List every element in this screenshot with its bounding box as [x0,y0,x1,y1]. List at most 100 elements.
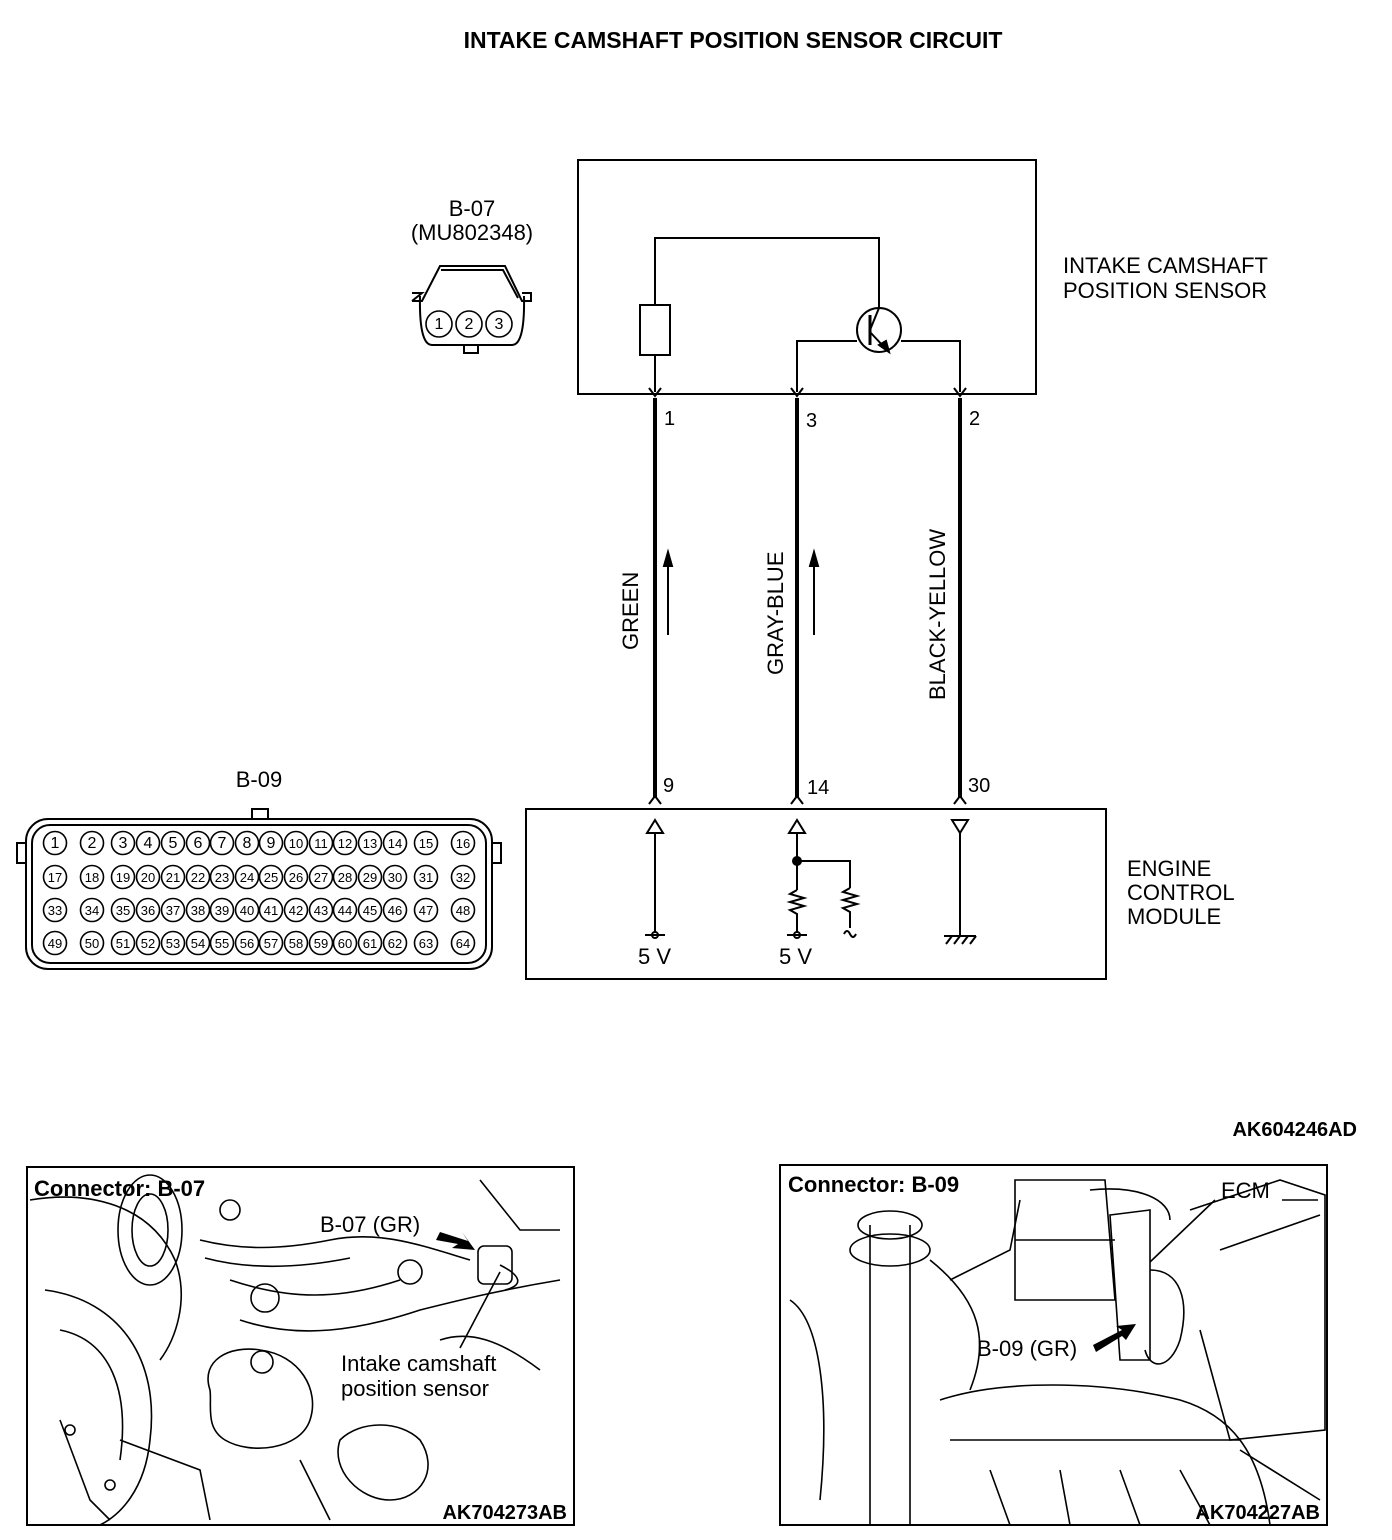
svg-text:35: 35 [116,903,130,918]
b07-pin-3: 3 [485,310,513,338]
b09-pin-21: 21 [160,864,186,890]
svg-text:2: 2 [88,835,97,852]
photo-left-note-line1: Intake camshaft [341,1351,496,1376]
b09-pin-59: 59 [308,930,334,956]
b09-pin-11: 11 [308,830,334,856]
diagram-title: INTAKE CAMSHAFT POSITION SENSOR CIRCUIT [464,27,1003,53]
svg-text:42: 42 [289,903,303,918]
b09-pin-43: 43 [308,897,334,923]
ecm-supply-14: 5 V [779,944,812,969]
b09-pin-45: 45 [357,897,383,923]
ecm-supply-9: 5 V [638,944,671,969]
svg-text:37: 37 [166,903,180,918]
svg-text:54: 54 [191,936,205,951]
b09-pin-64: 64 [450,930,476,956]
ecm-name-line3: MODULE [1127,904,1221,929]
b09-pin-14: 14 [382,830,408,856]
svg-text:52: 52 [141,936,155,951]
b09-pin-1: 1 [42,830,68,856]
sensor-name-line2: POSITION SENSOR [1063,278,1267,303]
b09-pin-42: 42 [283,897,309,923]
svg-text:25: 25 [264,870,278,885]
svg-text:59: 59 [314,936,328,951]
svg-text:29: 29 [363,870,377,885]
b09-pin-27: 27 [308,864,334,890]
b09-pin-25: 25 [258,864,284,890]
b09-pin-23: 23 [209,864,235,890]
svg-text:4: 4 [144,835,153,852]
wire-color-gray-blue: GRAY-BLUE [763,552,788,676]
b09-pin-12: 12 [332,830,358,856]
photo-right-figure-id: AK704227AB [1195,1502,1320,1524]
svg-text:12: 12 [338,836,352,851]
b07-pin-1: 1 [425,310,453,338]
b09-connector-id: B-09 [236,767,282,792]
b07-part-number: (MU802348) [411,220,533,245]
sensor-box [577,159,1037,398]
b09-pin-51: 51 [110,930,136,956]
b09-pin-33: 33 [42,897,68,923]
svg-text:63: 63 [419,936,433,951]
ecm-pin-9: 9 [663,775,674,797]
b09-pin-62: 62 [382,930,408,956]
svg-text:44: 44 [338,903,352,918]
svg-text:11: 11 [314,836,328,851]
b09-pin-31: 31 [413,864,439,890]
svg-text:23: 23 [215,870,229,885]
b09-pin-4: 4 [135,830,161,856]
svg-text:6: 6 [194,835,203,852]
b09-pin-40: 40 [234,897,260,923]
svg-text:14: 14 [388,836,402,851]
photo-right-callout: B-09 (GR) [977,1336,1077,1361]
b09-pin-44: 44 [332,897,358,923]
b09-pin-56: 56 [234,930,260,956]
svg-text:46: 46 [388,903,402,918]
svg-text:3: 3 [495,316,504,333]
b09-pin-57: 57 [258,930,284,956]
b09-pin-6: 6 [185,830,211,856]
svg-text:17: 17 [48,870,62,885]
svg-text:20: 20 [141,870,155,885]
photo-left-heading: Connector: B-07 [34,1176,205,1201]
b09-pin-28: 28 [332,864,358,890]
connector-photo-b07: Connector: B-07 B-07 (GR) Intake camshaf… [26,1166,575,1526]
svg-text:19: 19 [116,870,130,885]
b07-connector-face [411,265,532,354]
engine-bay-sketch-left [29,1174,561,1526]
svg-text:27: 27 [314,870,328,885]
harness-wires [653,398,962,798]
b09-pin-34: 34 [79,897,105,923]
svg-text:32: 32 [456,870,470,885]
svg-text:34: 34 [85,903,99,918]
svg-text:10: 10 [289,836,303,851]
b09-pin-29: 29 [357,864,383,890]
svg-text:49: 49 [48,936,62,951]
svg-text:30: 30 [388,870,402,885]
svg-text:51: 51 [116,936,130,951]
b07-connector-id: B-07 [449,196,495,221]
b09-pin-24: 24 [234,864,260,890]
svg-text:64: 64 [456,936,470,951]
b09-pin-46: 46 [382,897,408,923]
photo-left-figure-id: AK704273AB [442,1502,567,1524]
signal-arrows [662,548,820,635]
b09-pin-60: 60 [332,930,358,956]
svg-text:60: 60 [338,936,352,951]
svg-text:62: 62 [388,936,402,951]
svg-text:1: 1 [51,835,60,852]
svg-text:53: 53 [166,936,180,951]
b09-pin-18: 18 [79,864,105,890]
b09-pin-22: 22 [185,864,211,890]
b09-pin-52: 52 [135,930,161,956]
photo-right-heading: Connector: B-09 [788,1172,959,1197]
svg-text:40: 40 [240,903,254,918]
ecm-box [525,794,1107,980]
b09-pin-50: 50 [79,930,105,956]
b09-pin-38: 38 [185,897,211,923]
figure-id: AK604246AD [1232,1119,1357,1141]
b09-pin-47: 47 [413,897,439,923]
svg-text:36: 36 [141,903,155,918]
svg-text:43: 43 [314,903,328,918]
